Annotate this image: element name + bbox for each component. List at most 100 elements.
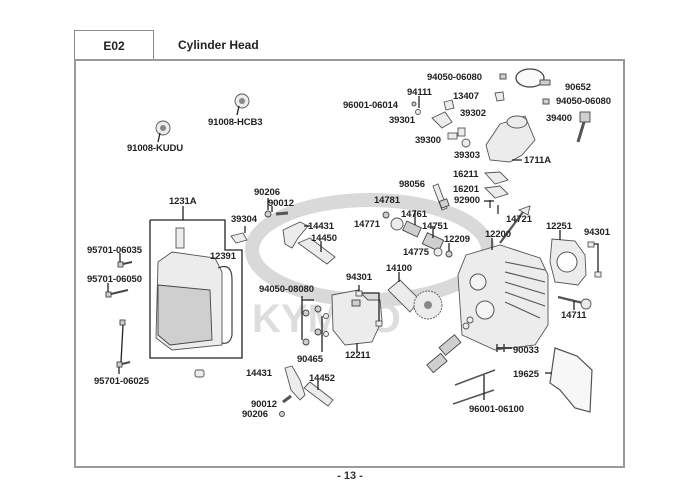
part-label[interactable]: 14100 [386, 263, 412, 274]
part-label[interactable]: 90012 [251, 399, 277, 410]
screw-96001-06014[interactable] [411, 101, 417, 107]
part-label[interactable]: 14431 [246, 368, 272, 379]
part-label[interactable]: 19625 [513, 369, 539, 380]
part-label[interactable]: 91008-KUDU [127, 143, 184, 154]
intake-1711A[interactable] [485, 115, 536, 163]
pin-90012-lower[interactable] [282, 394, 292, 404]
part-label[interactable]: 1231A [169, 196, 197, 207]
part-label[interactable]: 91008-HCB3 [208, 117, 263, 128]
bolt-95701-06035[interactable] [117, 253, 133, 268]
part-label[interactable]: 90012 [268, 198, 294, 209]
part-label[interactable]: 12209 [444, 234, 470, 245]
valve-14721[interactable] [499, 205, 531, 244]
part-label[interactable]: 14450 [311, 233, 337, 244]
part-label[interactable]: 39302 [460, 108, 486, 119]
part-label[interactable]: 95701-06035 [87, 245, 142, 256]
seal-12209[interactable] [445, 250, 453, 258]
clip-39302[interactable] [443, 99, 455, 111]
oring-39303[interactable] [461, 138, 471, 148]
part-label[interactable]: 94050-06080 [427, 72, 482, 83]
oring-39300[interactable] [447, 127, 466, 140]
part-label[interactable]: 96001-06014 [343, 100, 398, 111]
spark-plug-98056[interactable] [432, 183, 450, 211]
nut-94050-06080-top[interactable] [499, 73, 507, 80]
gasket-19625[interactable] [549, 347, 593, 413]
cylinder-head-12200[interactable] [457, 244, 549, 351]
valve-springs-lower[interactable] [426, 316, 474, 374]
rocker-arm-14431-lower[interactable] [284, 365, 306, 401]
cylinder-head-cover[interactable] [155, 227, 223, 351]
part-label[interactable]: 94111 [407, 87, 432, 98]
part-label[interactable]: 14781 [374, 195, 400, 206]
head-cover-gasket[interactable] [217, 265, 233, 344]
spring-14761[interactable] [402, 220, 422, 238]
part-label[interactable]: 14452 [309, 373, 335, 384]
part-label[interactable]: 14771 [354, 219, 380, 230]
dowel-90033[interactable] [496, 344, 512, 352]
insulator-16201[interactable] [484, 185, 509, 199]
part-label[interactable]: 90465 [297, 354, 323, 365]
part-label[interactable]: 12251 [546, 221, 572, 232]
retainer-14771[interactable] [390, 217, 404, 231]
part-label[interactable]: 95701-06050 [87, 274, 142, 285]
part-label[interactable]: 94301 [584, 227, 610, 238]
studs-92900[interactable] [484, 200, 499, 214]
clip-small[interactable] [194, 369, 205, 378]
part-label[interactable]: 39400 [546, 113, 572, 124]
part-label[interactable]: 94050-08080 [259, 284, 314, 295]
camshaft-14100[interactable] [387, 279, 443, 320]
part-label[interactable]: 14721 [506, 214, 532, 225]
part-label[interactable]: 98056 [399, 179, 425, 190]
rocker-shaft-14452[interactable] [303, 381, 334, 407]
part-label[interactable]: 90033 [513, 345, 539, 356]
part-label[interactable]: 13407 [453, 91, 479, 102]
sensor-39400[interactable] [576, 111, 591, 143]
part-label[interactable]: 14761 [401, 209, 427, 220]
valve-14711[interactable] [557, 295, 592, 310]
part-label[interactable]: 90652 [565, 82, 591, 93]
oil-seal-hcb3[interactable] [234, 93, 250, 116]
part-39304[interactable] [230, 226, 248, 244]
dowel-94301-holder[interactable] [355, 285, 383, 327]
part-label[interactable]: 1711A [524, 155, 551, 166]
part-label[interactable]: 12391 [210, 251, 236, 262]
part-label[interactable]: 14751 [422, 221, 448, 232]
nuts-94050-08080[interactable] [301, 296, 322, 346]
seat-14775[interactable] [433, 247, 443, 257]
part-label[interactable]: 92900 [454, 195, 480, 206]
part-label[interactable]: 39304 [231, 214, 257, 225]
washer-90206-lower[interactable] [279, 411, 285, 417]
washers-90465[interactable] [321, 313, 329, 353]
dowel-94301-right[interactable] [587, 241, 602, 278]
oil-seal-kudu[interactable] [155, 120, 171, 143]
part-label[interactable]: 16201 [453, 184, 479, 195]
part-label[interactable]: 94301 [346, 272, 372, 283]
injector-39301[interactable] [431, 111, 453, 129]
cotter-14781[interactable] [382, 211, 390, 219]
part-label[interactable]: 16211 [453, 169, 479, 180]
washer-94111[interactable] [415, 96, 421, 115]
part-label[interactable]: 12211 [345, 350, 371, 361]
part-label[interactable]: 95701-06025 [94, 376, 149, 387]
bolt-95701-06025[interactable] [116, 319, 131, 374]
pin-90012[interactable] [271, 206, 289, 216]
gasket-12251[interactable] [549, 238, 587, 286]
bolt-95701-06050[interactable] [105, 283, 129, 298]
rocker-arm-14431[interactable] [282, 221, 309, 249]
part-label[interactable]: 94050-06080 [556, 96, 611, 107]
washer-90206[interactable] [264, 198, 272, 218]
part-label[interactable]: 39301 [389, 115, 415, 126]
part-label[interactable]: 14431 [308, 221, 334, 232]
part-label[interactable]: 39300 [415, 135, 441, 146]
part-label[interactable]: 96001-06100 [469, 404, 524, 415]
part-label[interactable]: 90206 [254, 187, 280, 198]
part-label[interactable]: 14775 [403, 247, 429, 258]
part-label[interactable]: 39303 [454, 150, 480, 161]
stud-bolts-96001-06100[interactable] [452, 369, 496, 405]
spring-14751[interactable] [421, 232, 445, 252]
part-label[interactable]: 90206 [242, 409, 268, 420]
rocker-shaft-14450[interactable] [297, 237, 336, 265]
part-13407[interactable] [494, 91, 505, 102]
clamp-90652[interactable] [515, 68, 551, 88]
part-label[interactable]: 14711 [561, 310, 587, 321]
